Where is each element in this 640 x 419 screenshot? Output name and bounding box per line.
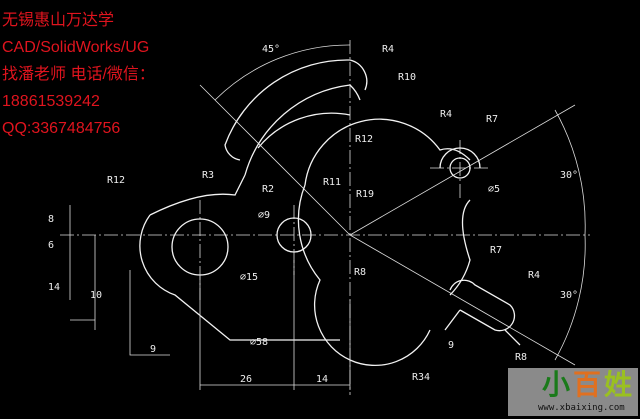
dim-label: R4 (528, 270, 540, 281)
ad-line: CAD/SolidWorks/UG (2, 39, 150, 56)
dim-label: 30° (560, 290, 578, 301)
dim-label: 45° (262, 44, 280, 55)
dim-label: 9 (448, 340, 454, 351)
dim-label: 26 (240, 374, 252, 385)
dim-label: R2 (262, 184, 274, 195)
dim-label: R7 (486, 114, 498, 125)
dim-label: 6 (48, 240, 54, 251)
dim-label: 8 (48, 214, 54, 225)
dim-label: ⌀58 (250, 337, 268, 348)
dim-label: 10 (90, 290, 102, 301)
dim-label: 14 (316, 374, 328, 385)
dim-label: R3 (202, 170, 214, 181)
ad-line: QQ:3367484756 (2, 120, 121, 137)
dim-label: R11 (323, 177, 341, 188)
dimension-labels: 45° R4 R10 R12 R4 R7 R3 R2 R11 R19 ⌀9 ⌀5… (48, 44, 578, 385)
ad-line: 18861539242 (2, 93, 100, 110)
dim-label: R12 (355, 134, 373, 145)
dim-arc-30 (554, 109, 586, 361)
dim-label: R12 (107, 175, 125, 186)
dim-label: R19 (356, 189, 374, 200)
ad-line: 无锡惠山万达学 (2, 12, 115, 29)
dim-label: 9 (150, 344, 156, 355)
ad-line: 找潘老师 电话/微信： (2, 66, 155, 83)
dim-label: 14 (48, 282, 60, 293)
logo-url: www.xbaixing.com (538, 403, 625, 413)
dim-label: R10 (398, 72, 416, 83)
dim-lines (69, 205, 351, 390)
part-outline (139, 59, 521, 367)
dim-arc-45 (214, 44, 351, 101)
logo-text: 小百姓 (542, 369, 636, 400)
dim-label: ⌀15 (240, 272, 258, 283)
dim-label: R4 (382, 44, 394, 55)
dim-label: ⌀9 (258, 210, 270, 221)
dim-label: R4 (440, 109, 452, 120)
angle-lines (199, 84, 576, 366)
centerlines (60, 40, 590, 395)
dim-label: 30° (560, 170, 578, 181)
dim-label: R7 (490, 245, 502, 256)
dim-label: ⌀5 (488, 184, 500, 195)
watermark-logo: 小百姓 www.xbaixing.com (508, 368, 638, 416)
dim-label: R8 (515, 352, 527, 363)
dim-label: R8 (354, 267, 366, 278)
dim-label: R34 (412, 372, 430, 383)
